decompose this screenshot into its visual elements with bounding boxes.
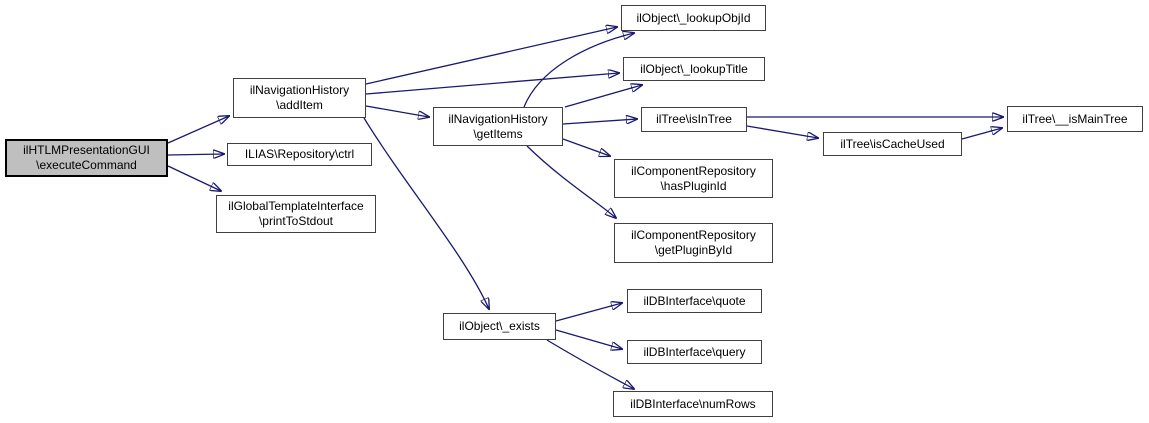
edge-getItems-getPluginById <box>526 145 616 218</box>
node-getItems[interactable]: ilNavigationHistory \getItems <box>433 107 563 146</box>
node-executeCommand-label: ilHTLMPresentationGUI \executeCommand <box>23 143 150 172</box>
edge-addItem-exists <box>363 117 489 309</box>
edge-executeCommand-addItem <box>167 116 229 144</box>
edge-exists-query <box>555 329 622 349</box>
edge-exists-quote <box>555 303 622 322</box>
edge-getItems-isInTree <box>562 119 637 125</box>
node-quote[interactable]: ilDBInterface\quote <box>627 289 762 313</box>
edge-getItems-lookupObjId <box>523 33 634 108</box>
node-lookupTitle[interactable]: ilObject\_lookupTitle <box>623 57 765 81</box>
node-lookupObjId[interactable]: ilObject\_lookupObjId <box>621 5 766 31</box>
node-lookupObjId-label: ilObject\_lookupObjId <box>636 10 751 25</box>
edge-addItem-lookupObjId <box>365 27 617 85</box>
node-numRows-label: ilDBInterface\numRows <box>630 396 756 411</box>
edge-isCacheUsed-isMainTree <box>961 128 1002 140</box>
node-query-label: ilDBInterface\query <box>643 344 746 359</box>
edge-executeCommand-printToStdout <box>167 165 221 191</box>
edge-getItems-lookupTitle <box>564 85 642 108</box>
node-quote-label: ilDBInterface\quote <box>643 293 746 308</box>
node-executeCommand: ilHTLMPresentationGUI \executeCommand <box>5 139 168 177</box>
node-isInTree-label: ilTree\isInTree <box>656 112 732 126</box>
node-printToStdout-label: ilGlobalTemplateInterface \printToStdout <box>228 199 364 228</box>
node-isMainTree[interactable]: ilTree\__isMainTree <box>1007 106 1143 132</box>
node-hasPluginId-label: ilComponentRepository \hasPluginId <box>631 163 756 193</box>
node-getPluginById-label: ilComponentRepository \getPluginById <box>631 228 756 257</box>
node-ctrl-label: ILIAS\Repository\ctrl <box>244 147 355 161</box>
edge-getItems-hasPluginId <box>562 138 610 156</box>
node-query[interactable]: ilDBInterface\query <box>627 340 762 364</box>
node-getPluginById[interactable]: ilComponentRepository \getPluginById <box>614 223 773 263</box>
node-isMainTree-label: ilTree\__isMainTree <box>1022 111 1128 126</box>
node-lookupTitle-label: ilObject\_lookupTitle <box>640 61 748 76</box>
node-printToStdout[interactable]: ilGlobalTemplateInterface \printToStdout <box>216 195 376 233</box>
node-getItems-label: ilNavigationHistory \getItems <box>448 111 548 141</box>
node-addItem-label: ilNavigationHistory \addItem <box>249 83 350 112</box>
node-isCacheUsed[interactable]: ilTree\isCacheUsed <box>823 132 962 156</box>
node-exists-label: ilObject\_exists <box>459 319 540 333</box>
node-ctrl[interactable]: ILIAS\Repository\ctrl <box>227 143 372 166</box>
node-hasPluginId[interactable]: ilComponentRepository \hasPluginId <box>614 159 773 198</box>
node-isInTree[interactable]: ilTree\isInTree <box>641 107 747 132</box>
edge-isInTree-isCacheUsed <box>746 125 818 138</box>
node-numRows[interactable]: ilDBInterface\numRows <box>613 391 773 417</box>
node-addItem[interactable]: ilNavigationHistory \addItem <box>233 78 366 118</box>
edge-addItem-lookupTitle <box>365 73 619 95</box>
edge-exists-numRows <box>546 339 634 389</box>
node-exists[interactable]: ilObject\_exists <box>443 313 556 340</box>
node-isCacheUsed-label: ilTree\isCacheUsed <box>840 136 945 151</box>
edge-executeCommand-ctrl <box>167 154 224 155</box>
edge-addItem-getItems <box>365 105 429 117</box>
